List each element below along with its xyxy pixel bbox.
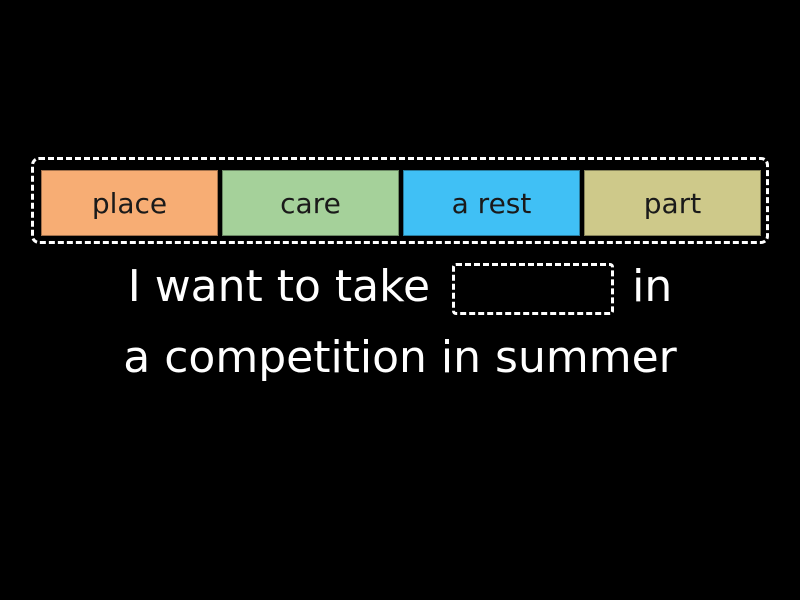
answer-tile-part[interactable]: part (584, 170, 761, 236)
question-line-2: a competition in summer (123, 332, 677, 383)
answer-tile-care[interactable]: care (222, 170, 399, 236)
question-line-1: I want to take in (0, 259, 800, 317)
question-text-before-blank: I want to take (127, 261, 431, 312)
answer-tile-label: place (91, 186, 168, 220)
answer-tile-label: a rest (451, 186, 532, 220)
word-bank: place care a rest part (31, 157, 769, 244)
question-text-after-blank: in (632, 261, 673, 312)
answer-tile-a-rest[interactable]: a rest (403, 170, 580, 236)
answer-tile-place[interactable]: place (41, 170, 218, 236)
answer-drop-slot[interactable] (452, 263, 615, 315)
answer-tile-label: part (643, 186, 702, 220)
answer-tile-label: care (280, 186, 341, 220)
